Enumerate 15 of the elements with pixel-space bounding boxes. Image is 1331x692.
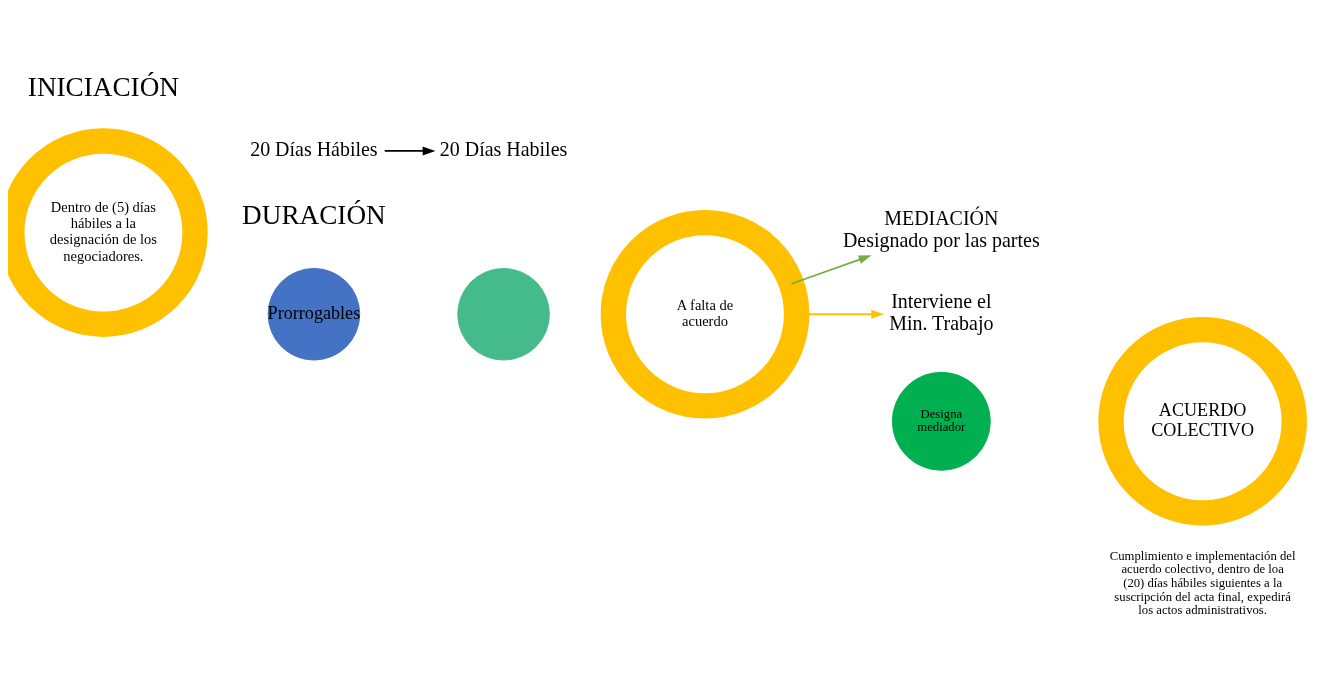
node-circle: Dentro de (5) días hábiles a la designación de los negociadores. [8,128,208,337]
node-circle: ACUERDO COLECTIVO [1098,316,1307,526]
node-circle [457,267,550,361]
node-label: Cumplimiento e implementación del acuerdo colectivo, dentro de loa (20) días hábiles siguientes a la suscripción del acta final, expedirá los actos administrativos. [1109,548,1296,618]
node-label: INICIACIÓN [27,72,179,103]
node-text: 20 Días Habiles [439,138,568,161]
node-label: DURACIÓN [242,199,386,230]
node-text: Interviene el Min. Trabajo [889,290,994,335]
node-circle: A falta de acuerdo [600,209,810,419]
arrow [790,255,872,285]
arrow [383,146,436,156]
node-text: MEDIACIÓN Designado por las partes [842,206,1040,251]
node-circle: Prorrogables [267,267,361,361]
node-text: 20 Días Hábiles [250,138,378,161]
node-circle: Designa mediador [891,371,991,471]
